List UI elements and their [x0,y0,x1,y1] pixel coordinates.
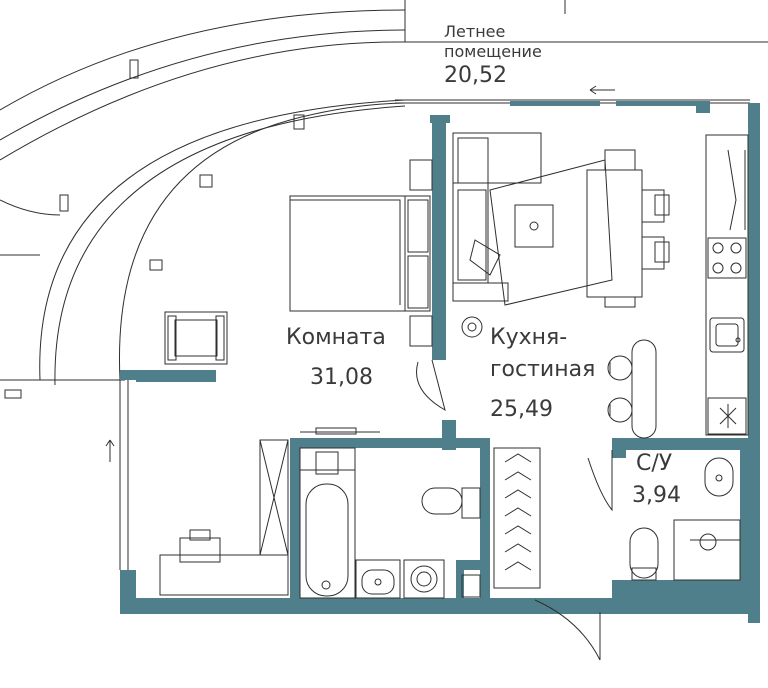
balcony-curves [0,0,768,386]
washing-machine-icon [403,559,445,599]
door-bath [587,450,613,512]
rug [489,159,613,306]
balcony-name: Летнее помещение 20,52 [444,22,542,90]
bedroom-area: 31,08 [310,365,373,390]
sink-icon [709,317,745,353]
door-bedroom [416,359,446,412]
bathroom-label: С/У 3,94 [632,448,681,512]
armchair-icon [164,311,228,365]
toilet-icon [704,457,734,497]
kitchen-name-line2: гостиная [490,357,596,382]
toilet-icon [421,487,481,519]
bedroom-name: Комната [286,325,386,350]
arrow-left-icon [589,85,615,95]
balcony-name-line2: помещение [444,42,542,61]
sofa-icon [452,132,542,302]
bathroom-name: С/У [636,451,673,476]
kitchen-label: Кухня- гостиная 25,49 [490,322,595,426]
balcony-name-line1: Летнее [444,22,506,41]
stove-icon [707,237,747,279]
balcony-area: 20,52 [444,63,507,88]
sink-icon [673,519,741,581]
bed-icon [289,159,433,347]
kitchen-name-line1: Кухня- [490,325,568,350]
arrow-up-icon [105,439,115,462]
dining-table-icon [586,149,670,308]
bar-counter [607,339,657,439]
sink-icon [355,559,401,599]
wardrobe-icon [493,447,541,589]
door-entry [534,599,601,661]
bathtub-icon [299,447,356,599]
bedroom-label: Комната 31,08 [286,322,386,394]
bathroom-area: 3,94 [632,483,681,508]
fridge-icon [707,397,747,435]
toilet-icon [629,527,659,581]
desk-icon [159,427,380,596]
kitchen-area: 25,49 [490,397,553,422]
walls [120,101,760,623]
kitchen-counter [705,134,749,436]
